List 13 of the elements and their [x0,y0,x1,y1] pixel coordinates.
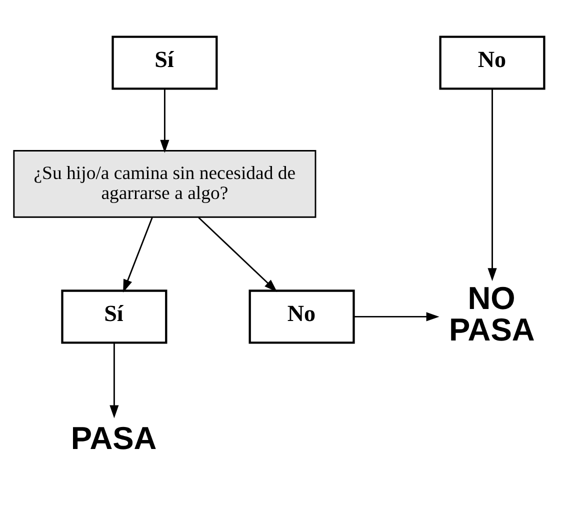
node-text: NO PASA [448,280,535,348]
arrow [488,88,497,282]
node-box: Sí [112,36,218,90]
node-text: PASA [70,420,157,456]
node-box: No [248,290,355,344]
arrow [198,216,278,292]
arrow [123,217,153,292]
node-box: No [439,36,546,90]
node-box: Sí [61,290,168,344]
arrow [160,89,170,153]
arrow [110,342,119,418]
arrow [354,312,440,322]
node-box: ¿Su hijo/a camina sin necesidad de agarrarse a algo? [13,150,316,218]
